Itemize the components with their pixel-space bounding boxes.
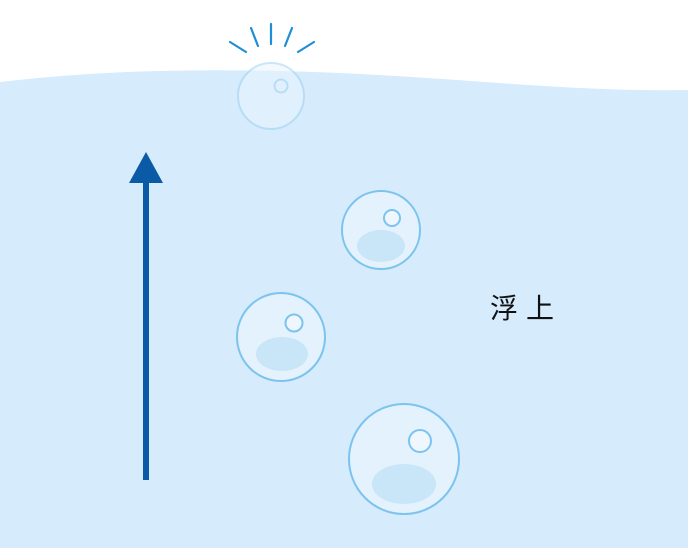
bubble-icon	[237, 62, 305, 130]
sparkle-icon	[228, 22, 316, 54]
water-body	[0, 70, 688, 548]
rise-label: 浮上	[490, 292, 563, 325]
up-arrow-icon	[129, 152, 163, 480]
bubble-icon	[236, 292, 326, 382]
bubble-icon	[348, 403, 460, 515]
bubble-icon	[341, 190, 421, 270]
